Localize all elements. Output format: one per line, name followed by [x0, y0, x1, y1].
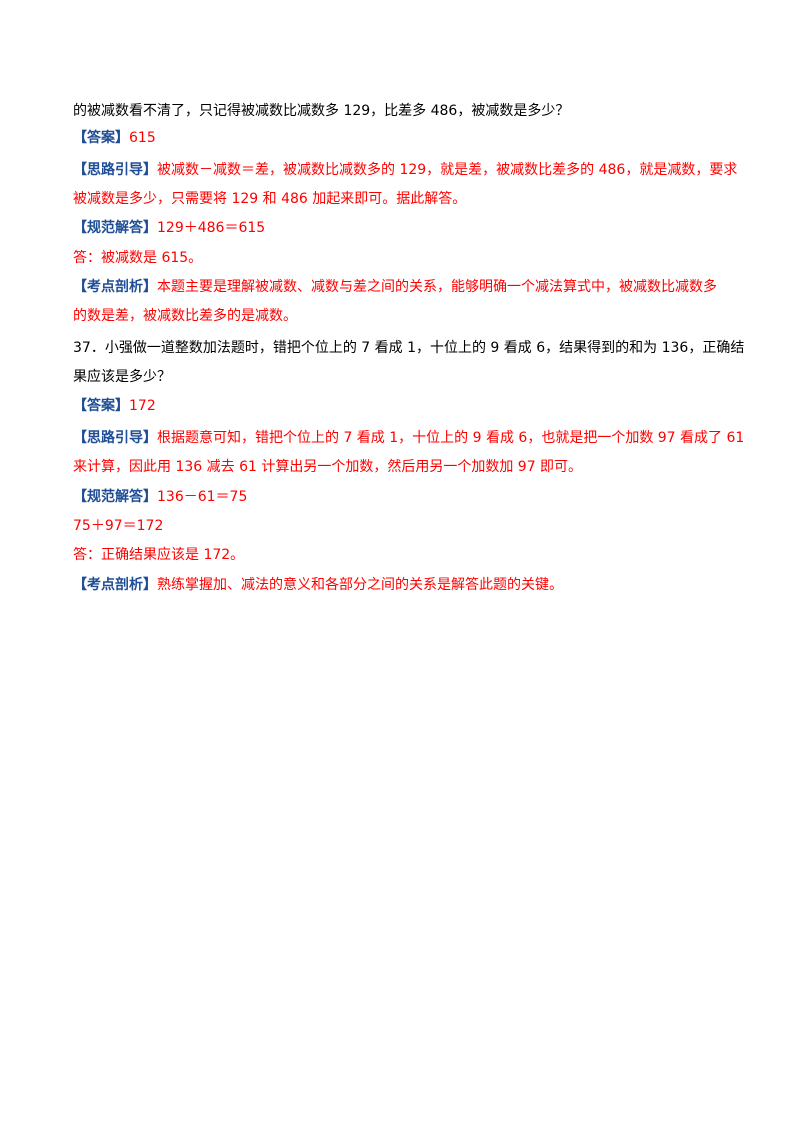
q37-question-1: 37．小强做一道整数加法题时，错把个位上的 7 看成 1，十位上的 9 看成 6…	[73, 340, 745, 356]
q37-final-answer: 答：正确结果应该是 172。	[73, 547, 245, 563]
q37-answer-label: 【答案】	[73, 398, 129, 414]
q37-solution-row: 【规范解答】136－61＝75	[73, 487, 733, 507]
q37-analysis-text-1: 熟练掌握加、减法的意义和各部分之间的关系是解答此题的关键。	[157, 577, 563, 593]
q36-solution-label: 【规范解答】	[73, 220, 157, 236]
q37-solution-label: 【规范解答】	[73, 489, 157, 505]
q36-analysis-text-2: 的数是差，被减数比差多的是减数。	[73, 308, 297, 324]
q37-answer-value: 172	[129, 398, 156, 414]
q36-guide-label: 【思路引导】	[73, 162, 157, 178]
q37-guide-label: 【思路引导】	[73, 430, 157, 446]
q36-answer-label: 【答案】	[73, 130, 129, 146]
q36-solution-text: 129＋486＝615	[157, 220, 266, 236]
q36-analysis-text-1: 本题主要是理解被减数、减数与差之间的关系，能够明确一个减法算式中，被减数比减数多	[157, 279, 717, 295]
q36-guide-row: 【思路引导】被减数－减数＝差，被减数比减数多的 129，就是差，被减数比差多的 …	[73, 160, 737, 180]
q36-final-answer: 答：被减数是 615。	[73, 250, 203, 266]
q37-question-2: 果应该是多少？	[73, 369, 171, 385]
q37-guide-text-1: 根据题意可知，错把个位上的 7 看成 1，十位上的 9 看成 6，也就是把一个加…	[157, 430, 745, 446]
q37-guide-row: 【思路引导】根据题意可知，错把个位上的 7 看成 1，十位上的 9 看成 6，也…	[73, 428, 744, 448]
q37-guide-text-2: 来计算，因此用 136 减去 61 计算出另一个加数，然后用另一个加数加 97 …	[73, 459, 583, 475]
q37-analysis-row: 【考点剖析】熟练掌握加、减法的意义和各部分之间的关系是解答此题的关键。	[73, 575, 733, 595]
q37-answer-row: 【答案】172	[73, 396, 733, 416]
q36-answer-value: 615	[129, 130, 156, 146]
q36-guide-text-1: 被减数－减数＝差，被减数比减数多的 129，就是差，被减数比差多的 486，就是…	[157, 162, 738, 178]
q36-question-tail: 的被减数看不清了，只记得被减数比减数多 129，比差多 486，被减数是多少？	[73, 103, 570, 119]
q36-guide-text-2: 被减数是多少，只需要将 129 和 486 加起来即可。据此解答。	[73, 191, 467, 207]
q36-answer-row: 【答案】615	[73, 128, 733, 148]
q37-analysis-label: 【考点剖析】	[73, 577, 157, 593]
q37-solution-text-1: 136－61＝75	[157, 489, 248, 505]
q36-analysis-label: 【考点剖析】	[73, 279, 157, 295]
q36-solution-row: 【规范解答】129＋486＝615	[73, 218, 733, 238]
q37-solution-text-2: 75＋97＝172	[73, 518, 164, 534]
q36-analysis-row: 【考点剖析】本题主要是理解被减数、减数与差之间的关系，能够明确一个减法算式中，被…	[73, 277, 733, 297]
